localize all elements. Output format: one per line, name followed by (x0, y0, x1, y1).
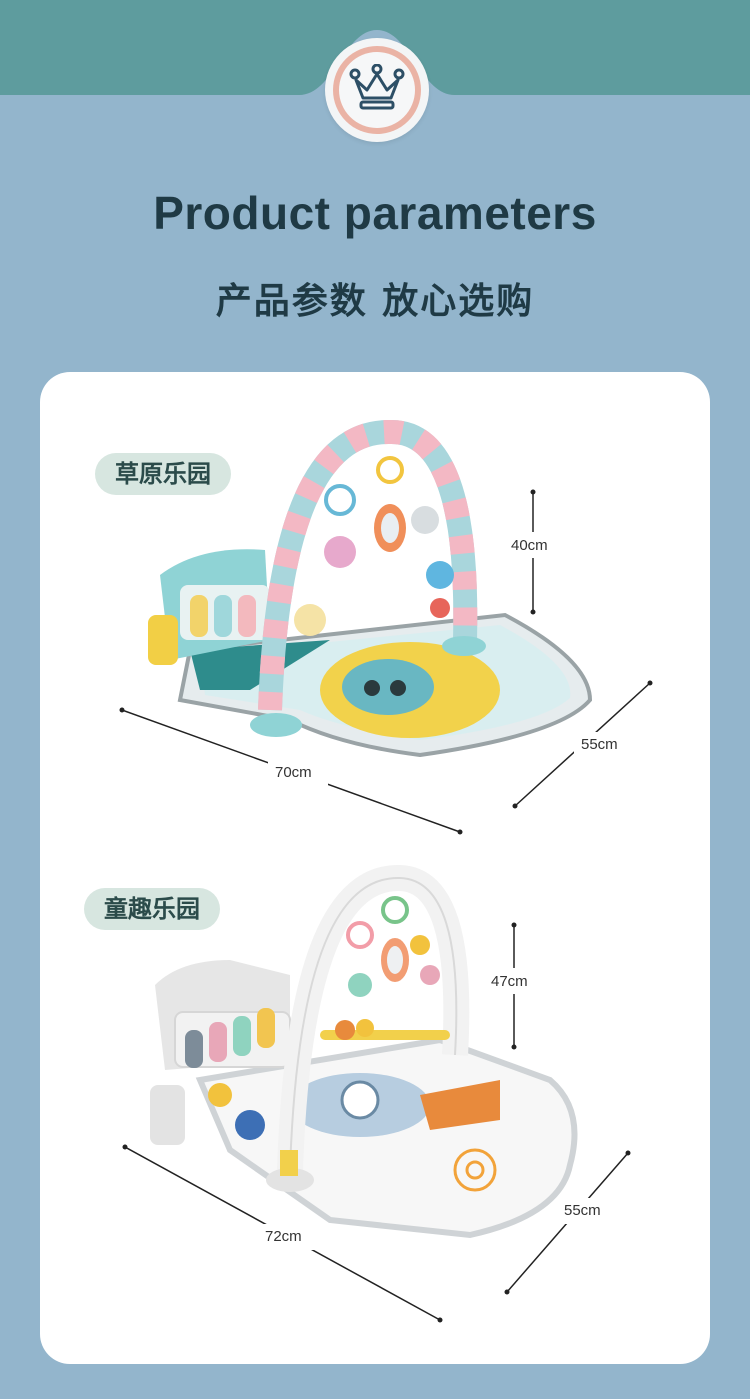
product-2-length-label: 72cm (265, 1228, 302, 1245)
page-subtitle: 产品参数 放心选购 (215, 281, 535, 322)
product-2-width-label: 55cm (564, 1202, 601, 1219)
header-band (0, 0, 750, 95)
page-title: Product parameters (153, 187, 597, 239)
product-1-length-label: 70cm (275, 764, 312, 781)
product-1-height-label: 40cm (511, 537, 548, 554)
product-2-height-label: 47cm (491, 973, 528, 990)
product-1-name-tag: 草原乐园 (95, 453, 231, 495)
product-2-name-tag: 童趣乐园 (84, 888, 220, 930)
crown-badge (325, 38, 429, 142)
product-1-width-label: 55cm (581, 736, 618, 753)
crown-icon (349, 64, 405, 110)
